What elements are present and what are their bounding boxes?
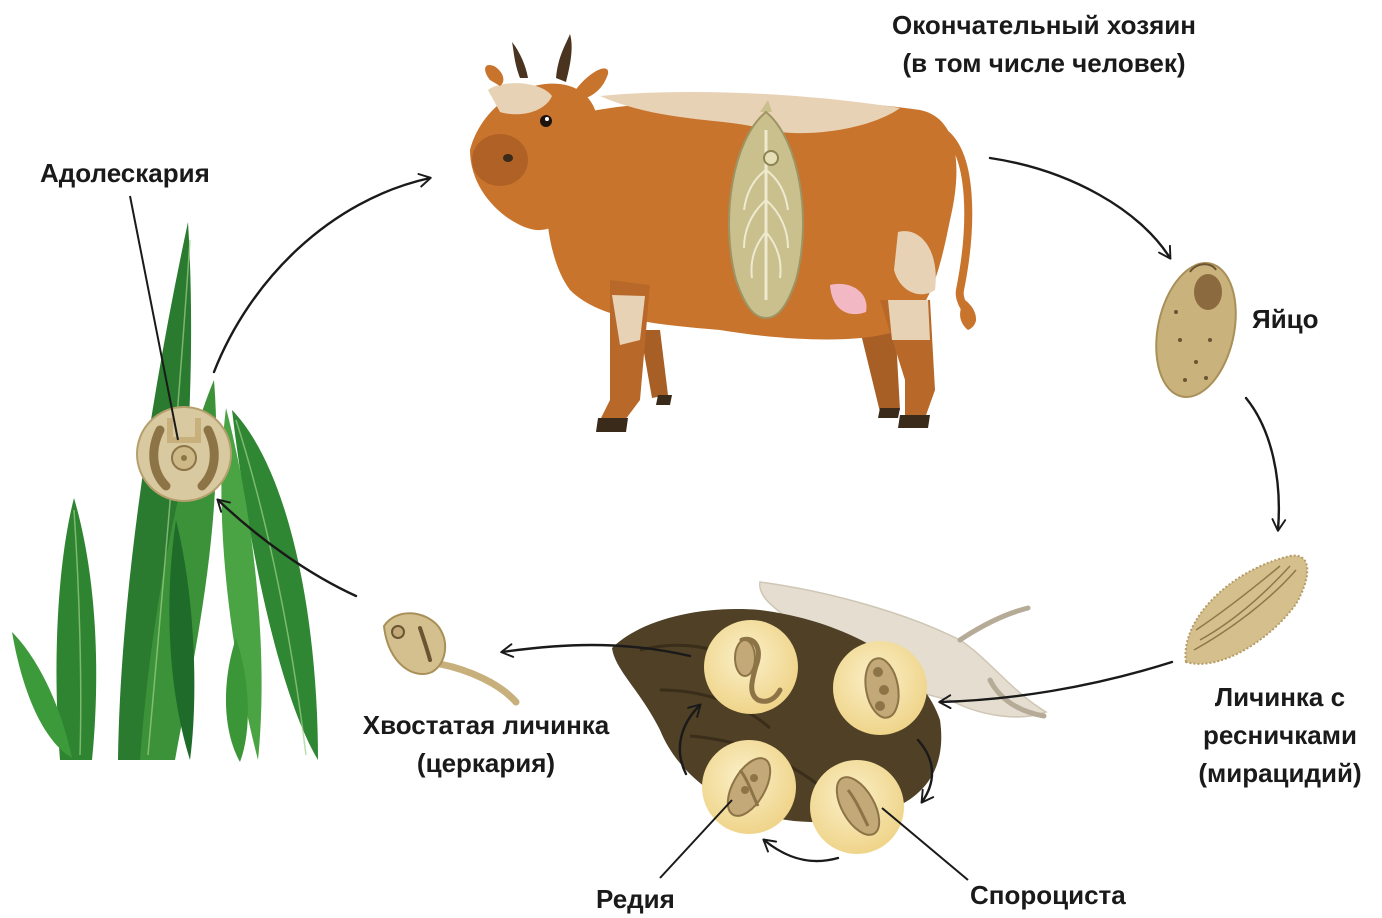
label-final-host: Окончательный хозяин (в том числе челове… <box>838 6 1250 82</box>
label-sporocyst-text: Спороциста <box>970 876 1126 914</box>
sporocyst-stage-circle-upper <box>833 641 927 735</box>
label-miracidium: Личинка с ресничками (мирацидий) <box>1180 678 1380 792</box>
label-adolescaria: Адолескария <box>40 154 210 192</box>
label-cercaria-line1: Хвостатая личинка <box>330 706 642 744</box>
leader-sporocyst <box>882 808 968 880</box>
label-redia-text: Редия <box>596 880 675 918</box>
arrow-cow-to-egg <box>990 158 1170 258</box>
label-miracidium-line2: ресничками <box>1180 716 1380 754</box>
label-miracidium-line1: Личинка с <box>1180 678 1380 716</box>
label-miracidium-line3: (мирацидий) <box>1180 754 1380 792</box>
redia-stage-circle <box>702 740 796 834</box>
label-redia: Редия <box>596 880 675 918</box>
arrow-adolescaria-to-cow <box>214 178 430 372</box>
miracidium-illustration <box>1186 556 1308 664</box>
label-adolescaria-text: Адолескария <box>40 154 210 192</box>
label-egg-text: Яйцо <box>1252 300 1319 338</box>
sporocyst-stage-circle <box>810 760 904 854</box>
label-final-host-line1: Окончательный хозяин <box>838 6 1250 44</box>
label-cercaria-line2: (церкария) <box>330 744 642 782</box>
cercaria-illustration <box>384 613 516 702</box>
adolescaria-cyst <box>137 407 231 501</box>
arrow-egg-to-miracidium <box>1246 398 1279 530</box>
cercaria-stage-circle <box>704 620 798 714</box>
label-egg: Яйцо <box>1252 300 1319 338</box>
arrow-sporocyst-to-redia <box>764 840 838 861</box>
label-sporocyst: Спороциста <box>970 876 1126 914</box>
egg-illustration <box>1145 256 1248 405</box>
cow-illustration <box>470 34 976 432</box>
leader-redia <box>660 800 732 878</box>
label-final-host-line2: (в том числе человек) <box>838 44 1250 82</box>
label-cercaria: Хвостатая личинка (церкария) <box>330 706 642 782</box>
